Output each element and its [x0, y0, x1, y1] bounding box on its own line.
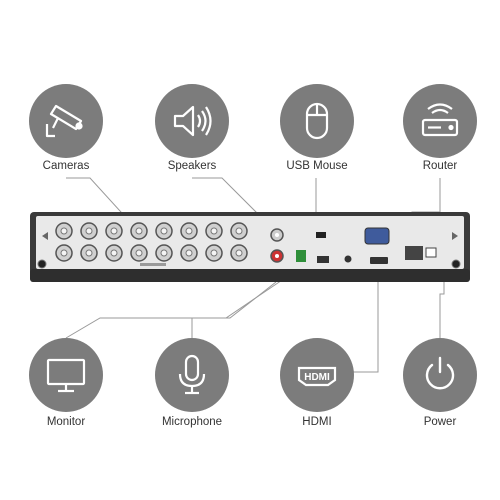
- bnc-port-pin: [85, 249, 93, 257]
- usb-mouse-circle: [280, 84, 354, 158]
- cameras-label: Cameras: [42, 160, 90, 172]
- mouse-icon: [305, 102, 329, 140]
- power-icon: [425, 356, 455, 390]
- bnc-port-pin: [85, 227, 93, 235]
- bnc-port-pin: [160, 249, 168, 257]
- bnc-port-pin: [60, 227, 68, 235]
- router-icon: [421, 103, 459, 137]
- bnc-port-pin: [160, 227, 168, 235]
- bnc-port-pin: [185, 227, 193, 235]
- cameras-circle: [29, 84, 103, 158]
- bnc-port-pin: [210, 227, 218, 235]
- microphone-icon: [178, 354, 206, 395]
- bnc-port-pin: [110, 227, 118, 235]
- usb-mouse-label: USB Mouse: [286, 160, 348, 172]
- microphone-circle: [155, 338, 229, 412]
- dvr-rear-panel: [30, 212, 470, 282]
- bnc-port-pin: [60, 249, 68, 257]
- bnc-port-pin: [135, 249, 143, 257]
- bnc-port-pin: [235, 249, 243, 257]
- bnc-port-pin: [235, 227, 243, 235]
- bnc-port-pin: [110, 249, 118, 257]
- bnc-port-pin: [210, 249, 218, 257]
- hdmi-label: HDMI: [302, 416, 332, 428]
- hdmi-badge-text: HDMI: [304, 372, 330, 383]
- speaker-icon: [173, 105, 212, 137]
- monitor-label: Monitor: [46, 416, 86, 428]
- bnc-ports: [55, 222, 248, 262]
- hdmi-circle: HDMI: [280, 338, 354, 412]
- speakers-circle: [155, 84, 229, 158]
- speakers-label: Speakers: [167, 160, 217, 172]
- router-label: Router: [422, 160, 458, 172]
- power-circle: [403, 338, 477, 412]
- bnc-port-pin: [135, 227, 143, 235]
- hdmi-icon: HDMI: [297, 366, 337, 387]
- router-circle: [403, 84, 477, 158]
- power-label: Power: [423, 416, 457, 428]
- monitor-circle: [29, 338, 103, 412]
- microphone-label: Microphone: [161, 416, 223, 428]
- bnc-port-pin: [185, 249, 193, 257]
- monitor-icon: [46, 358, 86, 393]
- camera-icon: [45, 104, 83, 138]
